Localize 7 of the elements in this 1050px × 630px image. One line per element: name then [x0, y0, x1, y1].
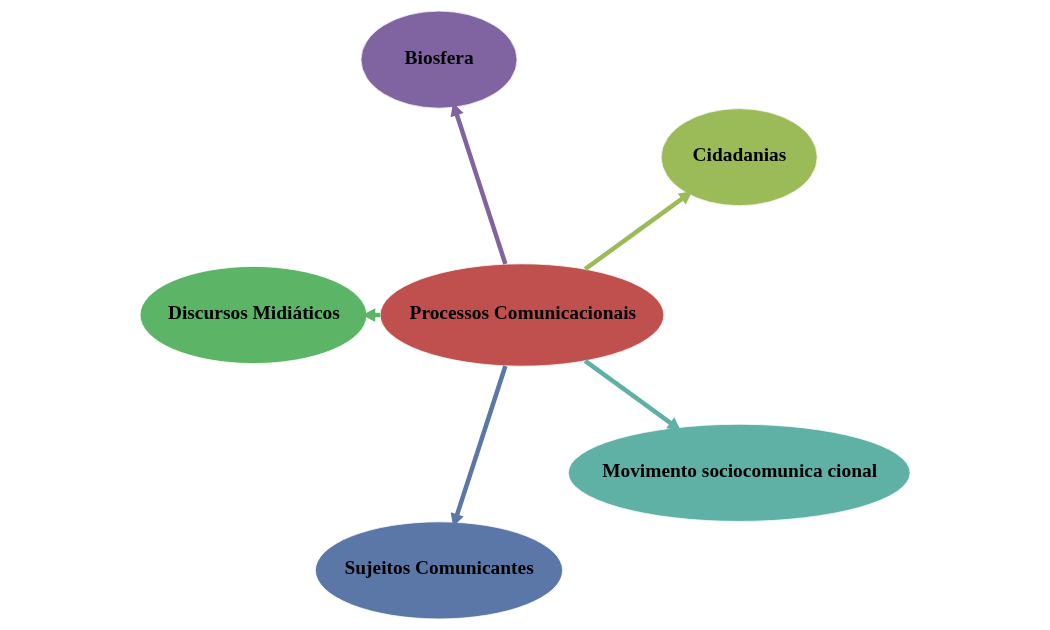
- arrow: [583, 359, 681, 431]
- node-ellipse: Processos Comunicacionais: [379, 263, 665, 367]
- arrow: [583, 191, 693, 271]
- node-ellipse: Biosfera: [360, 10, 518, 109]
- node-ellipse: Movimento sociocomunica cional: [567, 423, 911, 522]
- node-ellipse: Sujeitos Comunicantes: [315, 521, 563, 620]
- node-ellipse: Discursos Midiáticos: [139, 266, 368, 364]
